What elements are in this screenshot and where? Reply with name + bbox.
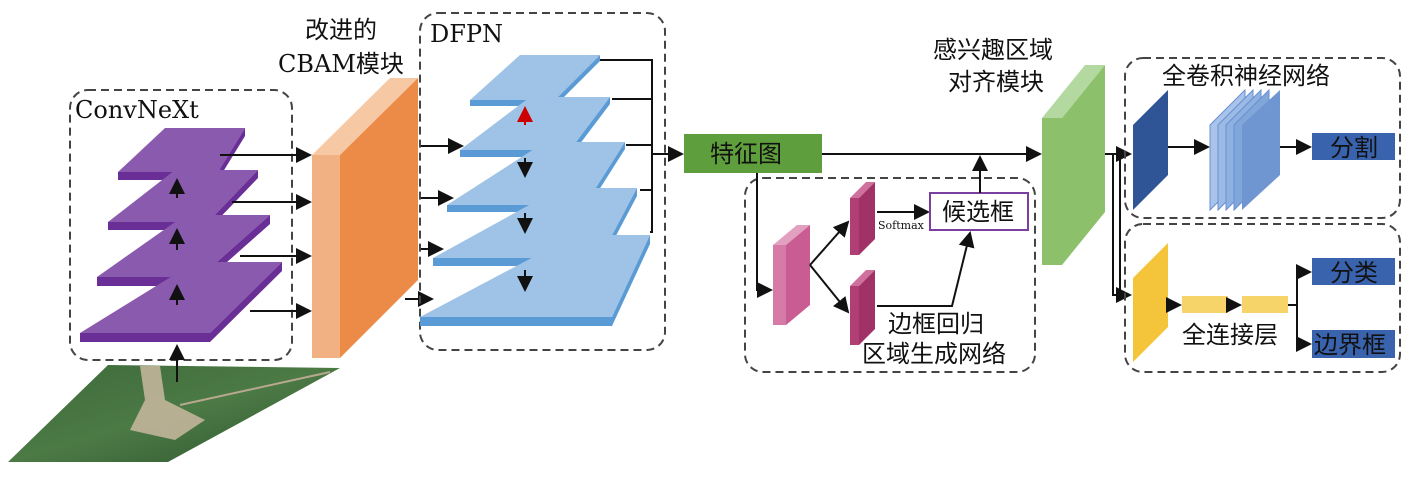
classification-output [1312, 258, 1395, 285]
fcn-feature-stack [1209, 88, 1280, 212]
dfpn-module: DFPN [419, 12, 666, 351]
fcn-label: 全卷积神经网络 [1162, 62, 1330, 90]
bounding-box-label: 边界框 [1314, 331, 1386, 359]
detection-head-module: 全连接层 分类 边界框 [1124, 223, 1401, 373]
fc-layer-label: 全连接层 [1182, 321, 1278, 349]
cbam-module: 改进的 CBAM模块 [278, 16, 418, 358]
segmentation-label: 分割 [1330, 134, 1378, 162]
roi-align-label-line2: 对齐模块 [948, 68, 1044, 96]
fc-layer-2 [1242, 296, 1288, 313]
feature-map-block: 特征图 [684, 134, 822, 173]
dfpn-level-1 [470, 55, 600, 106]
roi-align-label-line1: 感兴趣区域 [933, 36, 1053, 64]
softmax-label: Softmax [878, 219, 925, 232]
bounding-box-output [1312, 330, 1395, 358]
cbam-label-line2: CBAM模块 [278, 50, 404, 78]
fc-layer-1 [1182, 296, 1228, 313]
classification-label: 分类 [1330, 259, 1378, 287]
cbam-label-line1: 改进的 [305, 16, 377, 44]
convnext-label: ConvNeXt [75, 96, 199, 124]
input-remote-sensing-image [8, 365, 340, 462]
rpn-module: Softmax 候选框 边框回归 区域生成网络 [744, 155, 1036, 373]
rpn-label: 区域生成网络 [862, 340, 1006, 368]
convnext-module: ConvNeXt [69, 89, 293, 382]
dfpn-level-5 [420, 235, 650, 326]
dfpn-label: DFPN [430, 20, 503, 48]
candidate-box [929, 192, 1029, 231]
candidate-box-label: 候选框 [942, 198, 1014, 226]
roi-align-module: 感兴趣区域 对齐模块 [933, 36, 1105, 265]
segmentation-output [1312, 133, 1395, 160]
feature-map-label: 特征图 [710, 140, 782, 168]
bbox-regression-label: 边框回归 [888, 310, 984, 338]
fcn-module: 全卷积神经网络 分割 [1124, 57, 1401, 219]
